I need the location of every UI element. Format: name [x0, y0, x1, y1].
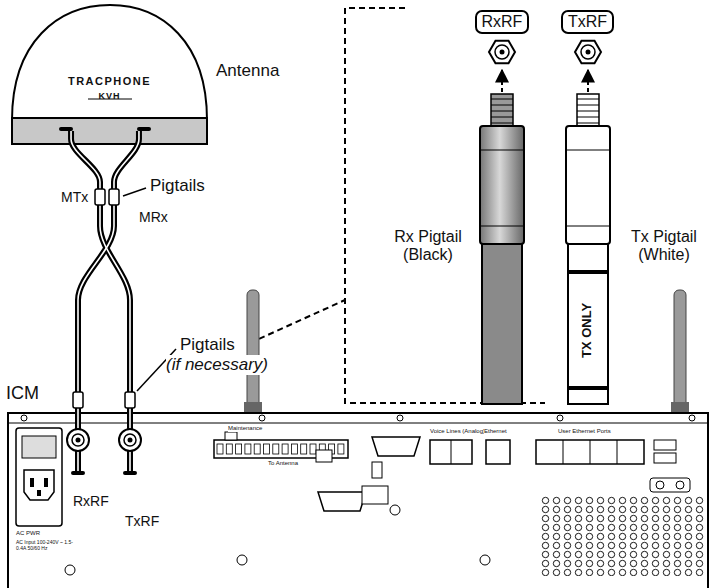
tx-pigtail-plug	[566, 94, 610, 404]
part-label: Tx Pigtail (White)	[618, 228, 710, 265]
rx-pigtail-plug	[480, 94, 524, 404]
brand-text: TRACPHONE	[12, 75, 207, 88]
port-label-box: MRx	[137, 127, 151, 131]
icm-unit: ICMRxRFTxRF	[8, 413, 708, 588]
mating-arrow	[502, 70, 588, 92]
panel-legend: Ethernet	[484, 428, 507, 435]
antenna-unit: AntennaTRACPHONEKVHMTxMRx	[12, 5, 207, 145]
panel-legend: To Antenna	[268, 460, 298, 467]
panel-rf-connector	[67, 429, 141, 451]
port-label-box: RxRF	[71, 471, 85, 475]
brand-text: KVH	[12, 91, 207, 102]
panel-legend: Voice Lines (Analog)	[430, 428, 485, 435]
node-label: RxRF	[482, 12, 523, 32]
port-label-box: TxRF	[123, 471, 137, 475]
node-label: MRx	[139, 209, 168, 226]
part-label: Rx Pigtail (Black)	[382, 228, 474, 265]
node-label: ICM	[6, 383, 39, 405]
port-label-box: RxRF	[475, 10, 530, 34]
antenna-dome	[12, 5, 207, 144]
node-label: TxRF	[568, 12, 607, 32]
panel-legend: User Ethernet Ports	[558, 428, 611, 435]
panel-legend: AC PWR	[16, 530, 40, 537]
node-label: TxRF	[125, 513, 159, 530]
inset-leader	[250, 300, 345, 343]
panel-legend: Maintenance	[228, 425, 262, 432]
part-label: TX ONLY	[581, 300, 596, 359]
callout-label: Pigtails	[180, 335, 235, 355]
port-label-box: TxRF	[561, 10, 614, 34]
rf-jack	[489, 41, 601, 64]
panel-legend: AC Input 100-240V ~ 1.5-0.4A 50/60 Hz	[16, 540, 76, 552]
pigtail-ferrule	[73, 189, 135, 408]
inset-bracket	[345, 8, 545, 403]
node-label: RxRF	[73, 493, 109, 510]
node-label: Antenna	[216, 61, 279, 81]
wifi-antenna	[244, 290, 689, 414]
callout-label: Pigtails	[150, 176, 205, 196]
node-label: MTx	[61, 189, 88, 206]
icm-panel	[8, 413, 708, 588]
cable-core	[71, 131, 130, 471]
cable-core	[78, 131, 139, 471]
port-label-box: MTx	[59, 127, 73, 131]
callout-label: (if necessary)	[166, 355, 268, 375]
